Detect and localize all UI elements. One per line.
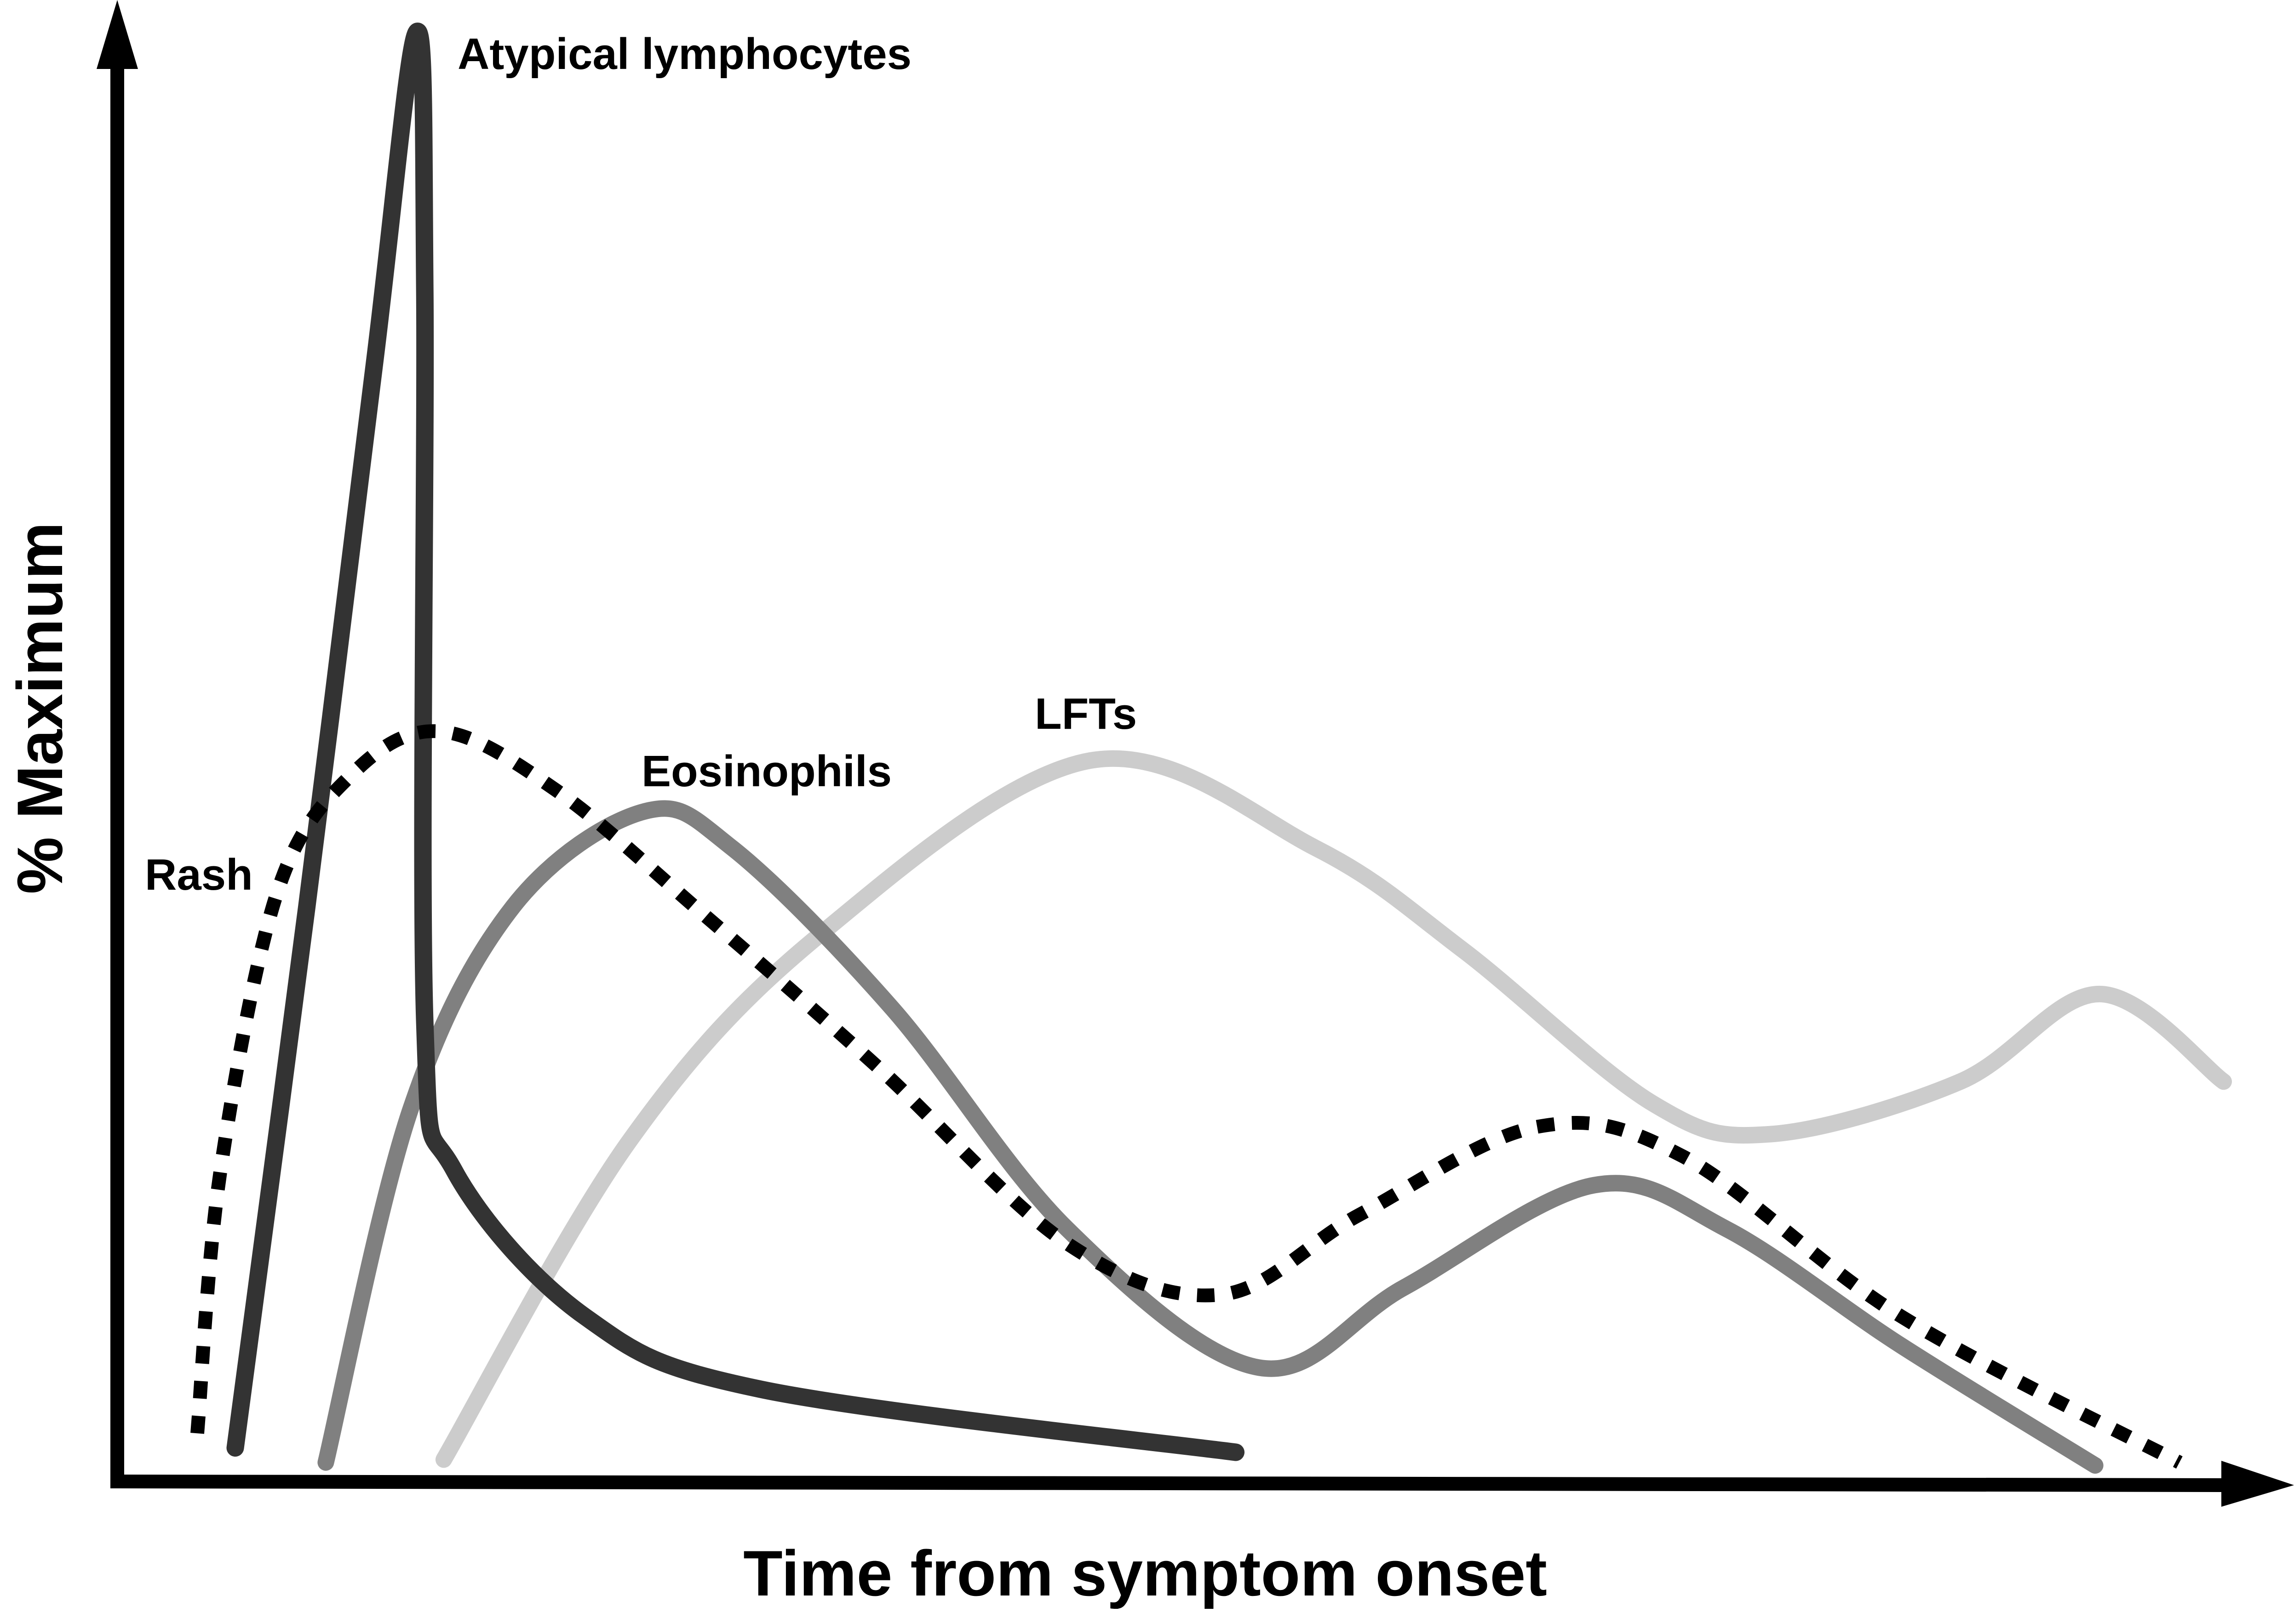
series-label-atypical-lymphocytes: Atypical lymphocytes <box>458 29 912 79</box>
y-axis-arrowhead <box>97 0 138 69</box>
x-axis <box>110 1475 2236 1492</box>
series-line-lfts <box>435 750 2232 1468</box>
labels-layer: Atypical lymphocytes Rash Eosinophils LF… <box>4 29 1547 1609</box>
y-axis-title: % Maximum <box>4 522 76 894</box>
series-label-rash: Rash <box>145 850 253 899</box>
series-line-atypical-lymphocytes <box>226 23 1244 1461</box>
series-label-lfts: LFTs <box>1035 689 1137 738</box>
series-label-eosinophils: Eosinophils <box>642 747 892 796</box>
series-line-eosinophils <box>317 800 2104 1474</box>
x-axis-title: Time from symptom onset <box>743 1537 1547 1609</box>
axes-layer <box>97 0 2294 1507</box>
curves-layer <box>190 23 2232 1474</box>
x-axis-arrowhead <box>2221 1461 2294 1507</box>
series-line-rash <box>190 724 2183 1469</box>
